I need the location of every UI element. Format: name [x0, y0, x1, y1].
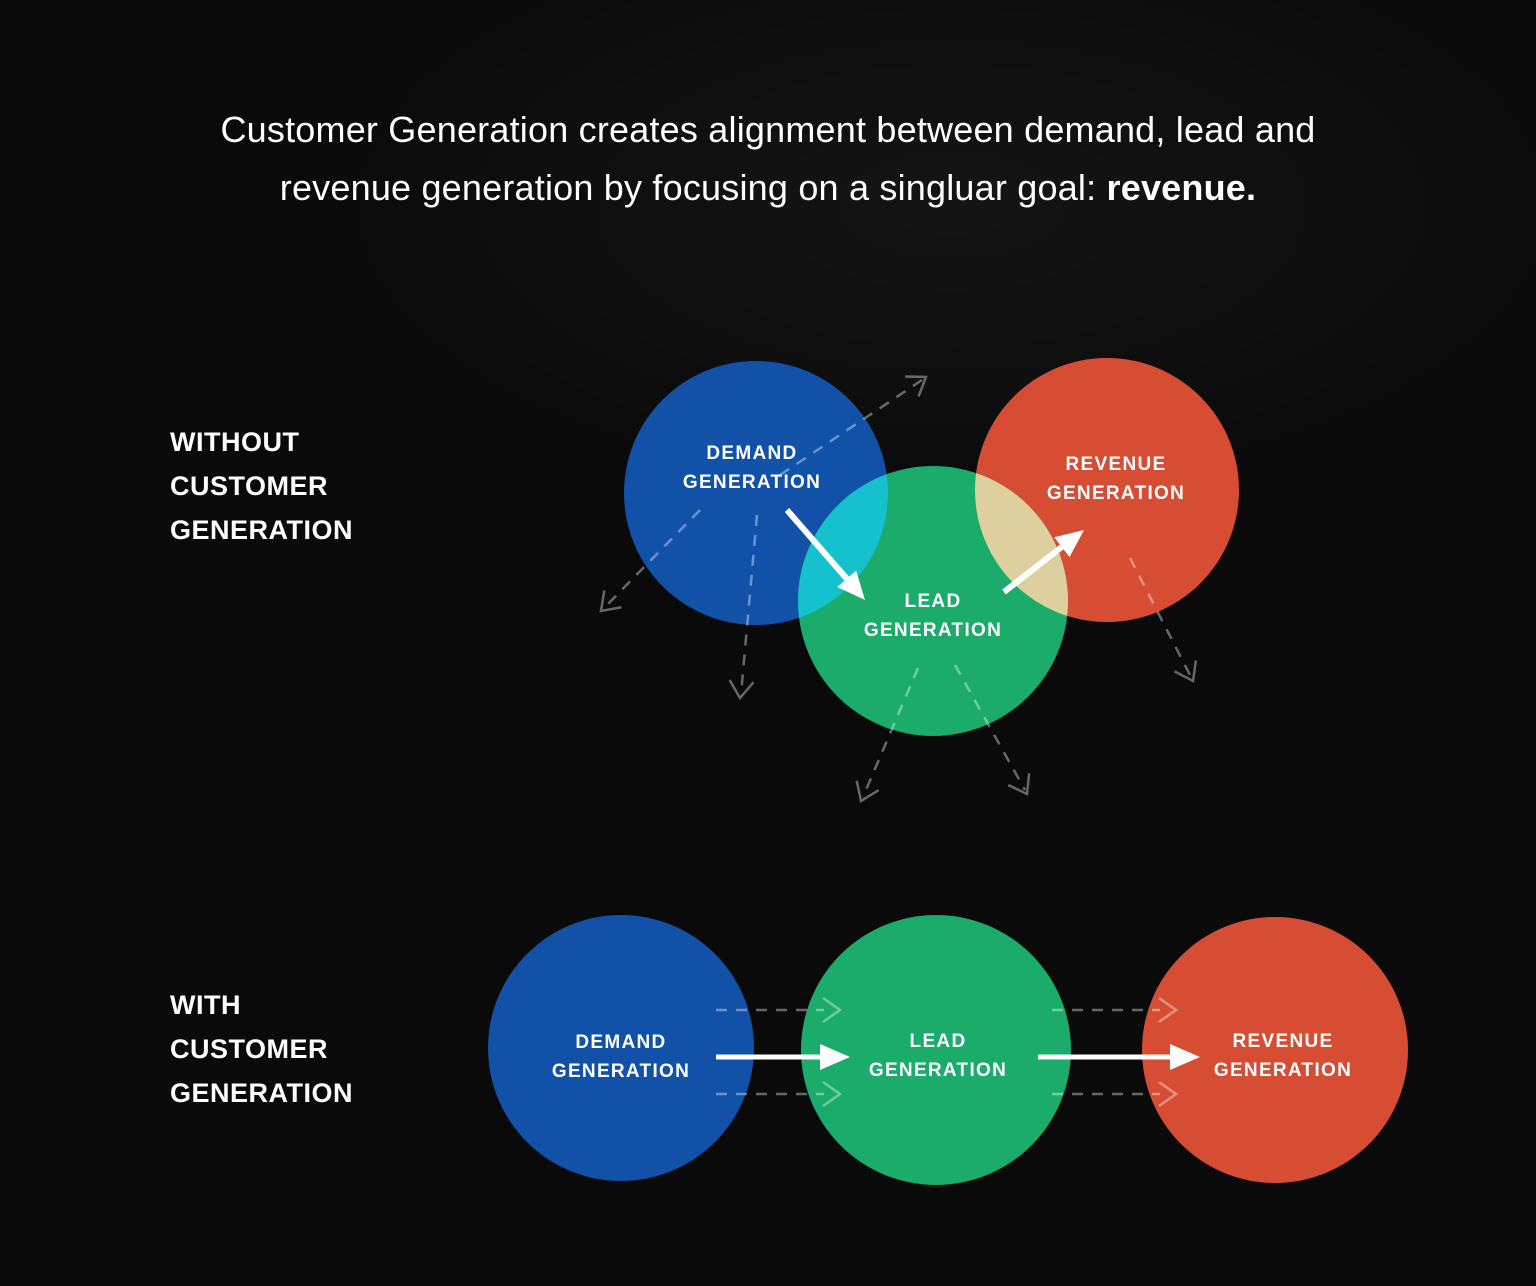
dashed-arrow-top-lead-revenue [1052, 996, 1178, 1024]
dashed-arrow-down-right-green [953, 664, 1039, 802]
demand-label-line1: DEMAND [575, 1032, 667, 1053]
demand-label-line1: DEMAND [706, 443, 798, 464]
section-label-without-line-3: GENERATION [170, 515, 354, 545]
flow-arrow-lead-to-revenue [1002, 520, 1092, 595]
dashed-arrow-top-demand-lead [716, 996, 842, 1024]
dashed-arrow-bottom-demand-lead [716, 1080, 842, 1108]
lead-label-line1: LEAD [909, 1031, 967, 1052]
lead-label-line1: LEAD [904, 591, 962, 612]
section-label-with-line-2: CUSTOMER [170, 1034, 329, 1064]
overlap-demand-lead [798, 466, 888, 625]
venn-without [624, 358, 1239, 736]
revenue-label-line1: REVENUE [1065, 454, 1167, 475]
demand-label-line2: GENERATION [551, 1061, 691, 1082]
lead-circle-bottom [801, 915, 1071, 1185]
demand-generation-label-top: DEMAND GENERATION [683, 439, 821, 497]
pipeline-arrow-lead-to-revenue [1038, 1044, 1200, 1070]
dashed-arrow-down-left-blue [591, 509, 701, 621]
section-label-without-line-2: CUSTOMER [170, 471, 329, 501]
section-label-with-line-1: WITH [170, 990, 241, 1020]
scatter-arrows [591, 365, 1205, 807]
headline: Customer Generation creates alignment be… [0, 101, 1536, 217]
revenue-label-line2: GENERATION [1213, 1060, 1353, 1081]
demand-generation-label-bottom: DEMAND GENERATION [552, 1028, 690, 1086]
demand-circle-bottom [488, 915, 754, 1181]
section-label-with: WITH CUSTOMER GENERATION [170, 983, 353, 1115]
overlap-lead-revenue [975, 466, 1068, 622]
section-label-without-line-1: WITHOUT [170, 427, 300, 457]
section-label-with-line-3: GENERATION [170, 1078, 354, 1108]
dashed-arrow-up-right [779, 365, 934, 477]
demand-label-line2: GENERATION [682, 472, 822, 493]
dashed-arrow-down-left-green [848, 667, 920, 807]
revenue-label-line1: REVENUE [1232, 1031, 1334, 1052]
revenue-circle-bottom [1142, 917, 1408, 1183]
revenue-generation-label-bottom: REVENUE GENERATION [1214, 1027, 1352, 1085]
pipeline-dashed-arrows [716, 996, 1178, 1108]
dashed-arrow-down-blue [726, 514, 759, 701]
headline-line-1: Customer Generation creates alignment be… [220, 109, 1316, 150]
section-label-without: WITHOUT CUSTOMER GENERATION [170, 420, 353, 552]
lead-generation-label-bottom: LEAD GENERATION [869, 1027, 1007, 1085]
pipeline-with [488, 915, 1408, 1185]
dashed-arrow-down-right-red [1128, 557, 1205, 688]
dashed-arrow-bottom-lead-revenue [1052, 1080, 1178, 1108]
headline-line-2: revenue generation by focusing on a sing… [279, 167, 1257, 208]
lead-generation-label-top: LEAD GENERATION [864, 587, 1002, 645]
revenue-generation-label-top: REVENUE GENERATION [1047, 450, 1185, 508]
pipeline-arrow-demand-to-lead [716, 1044, 850, 1070]
lead-label-line2: GENERATION [863, 620, 1003, 641]
flow-arrow-demand-to-lead [784, 508, 875, 609]
lead-label-line2: GENERATION [868, 1060, 1008, 1081]
headline-bold-revenue: revenue. [1106, 167, 1257, 208]
revenue-label-line2: GENERATION [1046, 483, 1186, 504]
